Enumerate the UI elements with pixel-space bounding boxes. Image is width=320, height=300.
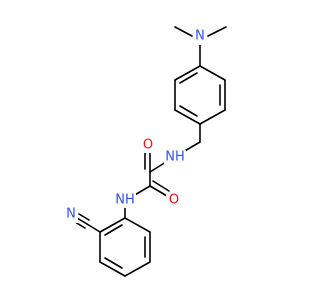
bond-ring1-double-3 (179, 72, 198, 84)
molecule-structure: N NH O O NH N (64, 26, 227, 277)
bond-nh-carbonyl-upper (149, 161, 167, 173)
bond-ring1-a (199, 65, 226, 81)
atom-carbonyl-o-lower: O (166, 192, 180, 208)
bond-methyl-left (174, 26, 193, 37)
atom-labels: N NH O O NH N (64, 29, 207, 223)
label-nh-upper: NH (165, 150, 185, 165)
bond-ring2-a (124, 217, 151, 233)
label-o-upper: O (143, 138, 153, 153)
bond-ring1-f (174, 65, 201, 81)
bond-ring-nitrile (86, 223, 101, 233)
bond-ring2-c (124, 261, 151, 277)
bond-methyl-right (207, 26, 227, 37)
bond-nitrile-triple-b (78, 213, 90, 221)
bond-ring2-d (99, 261, 126, 277)
label-n-nitrile: N (66, 207, 76, 222)
bond-co-lower-a (149, 185, 168, 197)
atom-nitrile-n: N (64, 207, 78, 223)
bond-ring1-d (174, 109, 201, 125)
bond-ring2-f (99, 217, 126, 233)
label-nh-lower: NH (115, 193, 135, 208)
atom-carbonyl-o-upper: O (141, 137, 155, 153)
bond-nitrile-triple-a (76, 217, 88, 225)
atom-amide-nh-upper: NH (164, 150, 186, 166)
bond-ring2-double-3 (104, 224, 123, 236)
bond-ring2-double-2 (104, 257, 123, 269)
atom-amide-nh-lower: NH (114, 192, 136, 208)
atom-dimethylamino-n: N (193, 29, 207, 45)
bond-ring1-double-2 (179, 105, 198, 117)
label-o-lower: O (169, 193, 179, 208)
bond-co-lower-b (152, 180, 170, 192)
label-n-dimethylamino: N (195, 29, 205, 44)
bond-ring1-c (199, 109, 226, 125)
